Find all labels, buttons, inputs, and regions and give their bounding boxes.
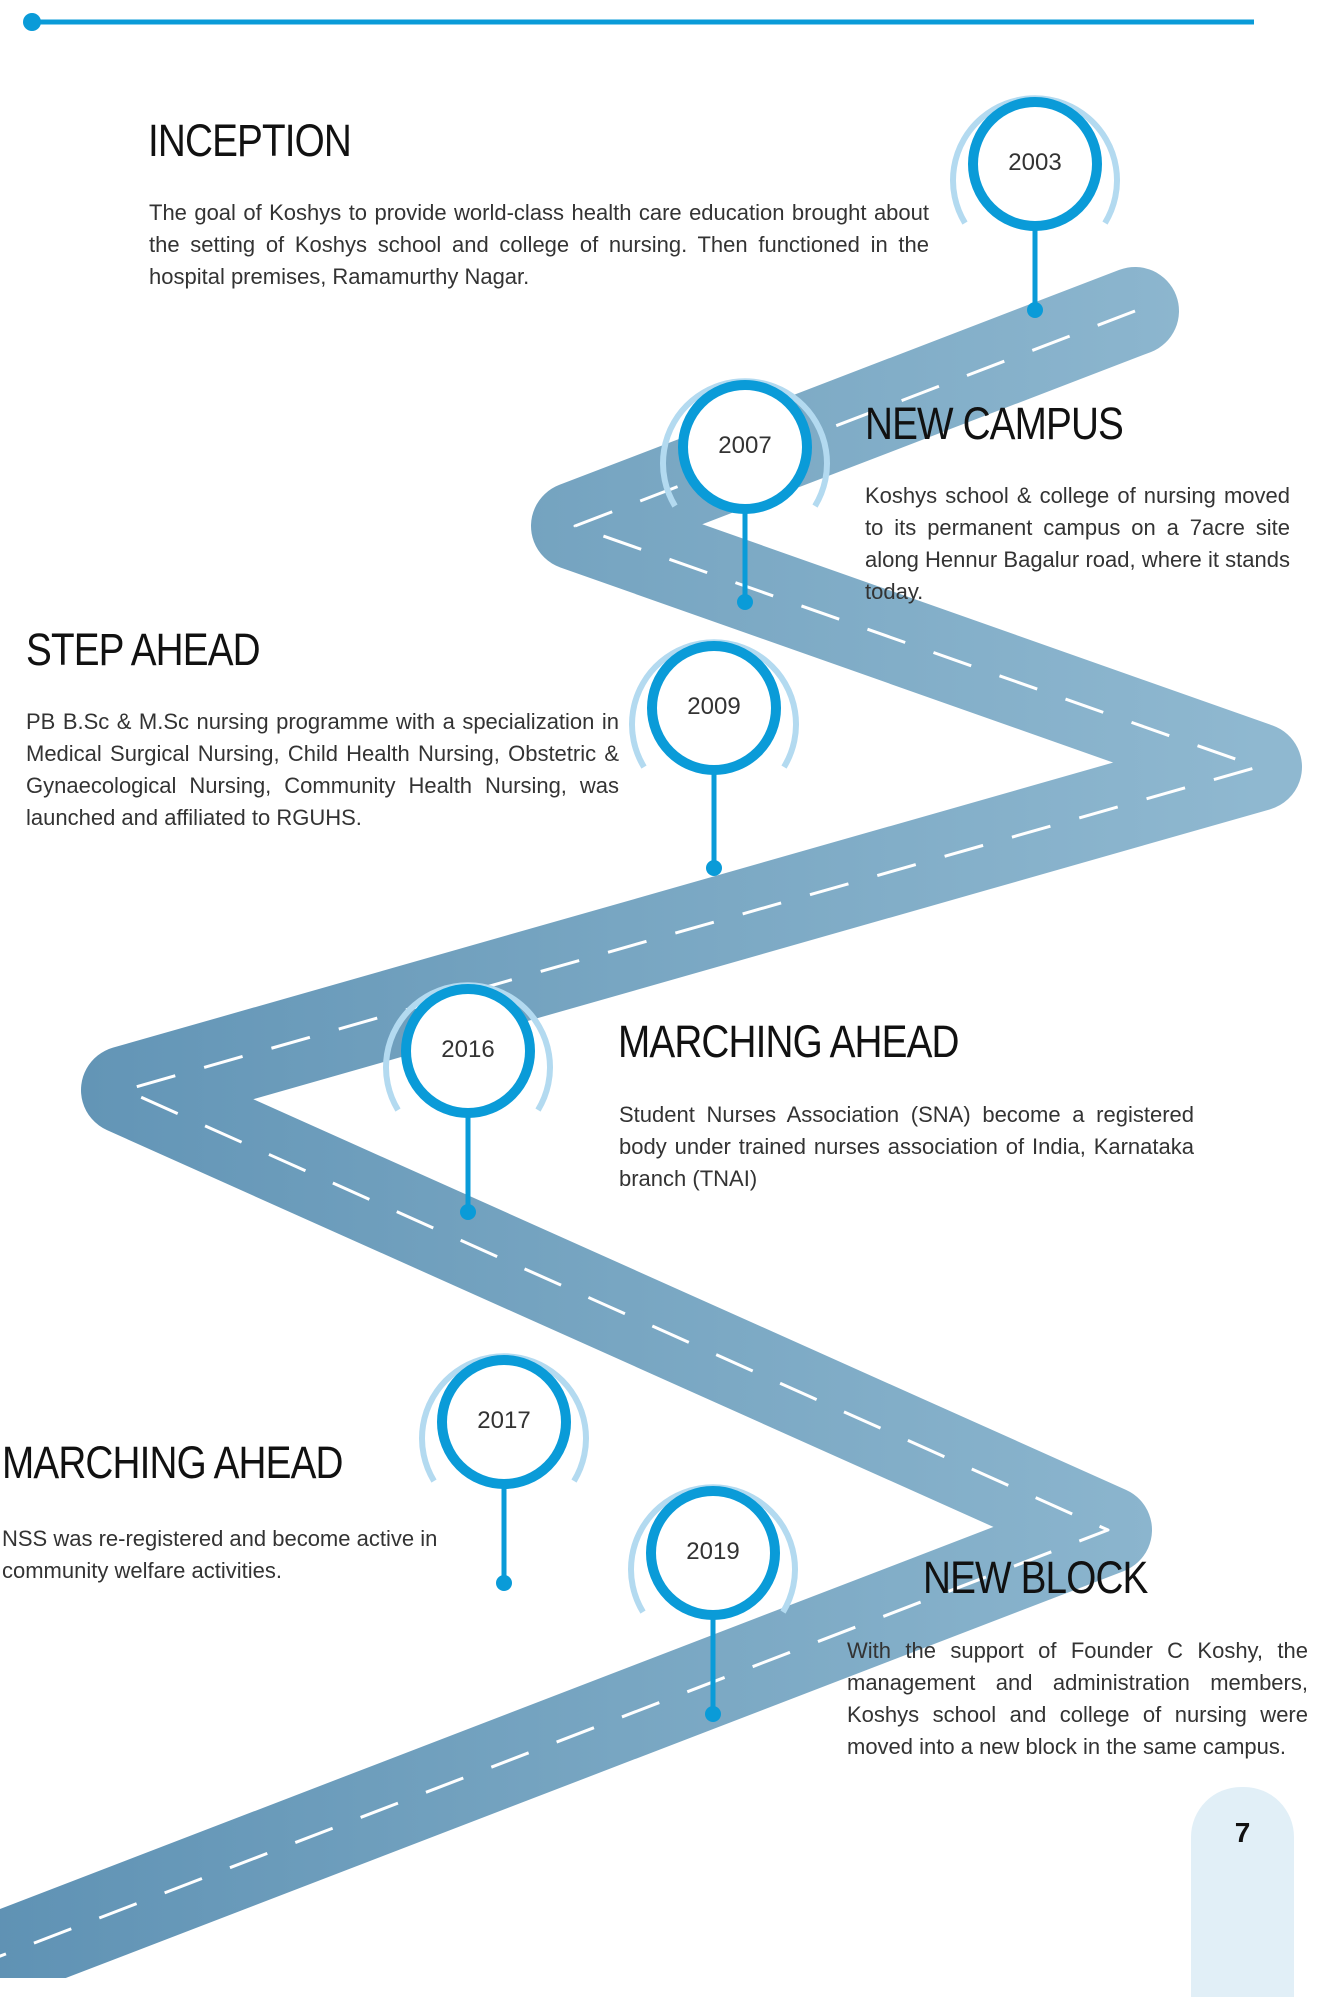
- year-label: 2003: [1008, 149, 1062, 176]
- year-label: 2017: [477, 1407, 531, 1434]
- milestone-marker-2016: [383, 982, 553, 1220]
- milestone-marker-2007: [660, 378, 830, 610]
- top-rule: [23, 13, 1254, 31]
- page-number-tab: 7: [1191, 1787, 1294, 1997]
- milestone-marker-2017: [419, 1353, 589, 1591]
- milestone-marker-2009: [629, 639, 799, 876]
- milestone-description: The goal of Koshys to provide world-clas…: [149, 200, 929, 289]
- year-label: 2016: [441, 1036, 495, 1063]
- milestone-description: PB B.Sc & M.Sc nursing programme with a …: [26, 709, 619, 830]
- milestone-marker-2003: [950, 95, 1120, 318]
- page-number: 7: [1234, 1817, 1251, 1848]
- milestone-title: NEW BLOCK: [923, 1552, 1148, 1603]
- milestone-description: Student Nurses Association (SNA) become …: [619, 1102, 1194, 1191]
- milestone-description: Koshys school & college of nursing moved…: [865, 483, 1290, 604]
- milestone-title: INCEPTION: [148, 115, 352, 166]
- year-label: 2007: [718, 432, 772, 459]
- year-label: 2019: [686, 1538, 740, 1565]
- milestone-marker-2019: [628, 1484, 798, 1722]
- milestone-description: With the support of Founder C Koshy, the…: [847, 1638, 1308, 1759]
- milestone-description: NSS was re-registered and become active …: [2, 1526, 438, 1583]
- milestone-title: NEW CAMPUS: [865, 398, 1124, 449]
- milestone-title: STEP AHEAD: [26, 624, 261, 675]
- milestone-title: MARCHING AHEAD: [2, 1437, 343, 1488]
- year-label: 2009: [687, 693, 741, 720]
- milestone-title: MARCHING AHEAD: [618, 1016, 959, 1067]
